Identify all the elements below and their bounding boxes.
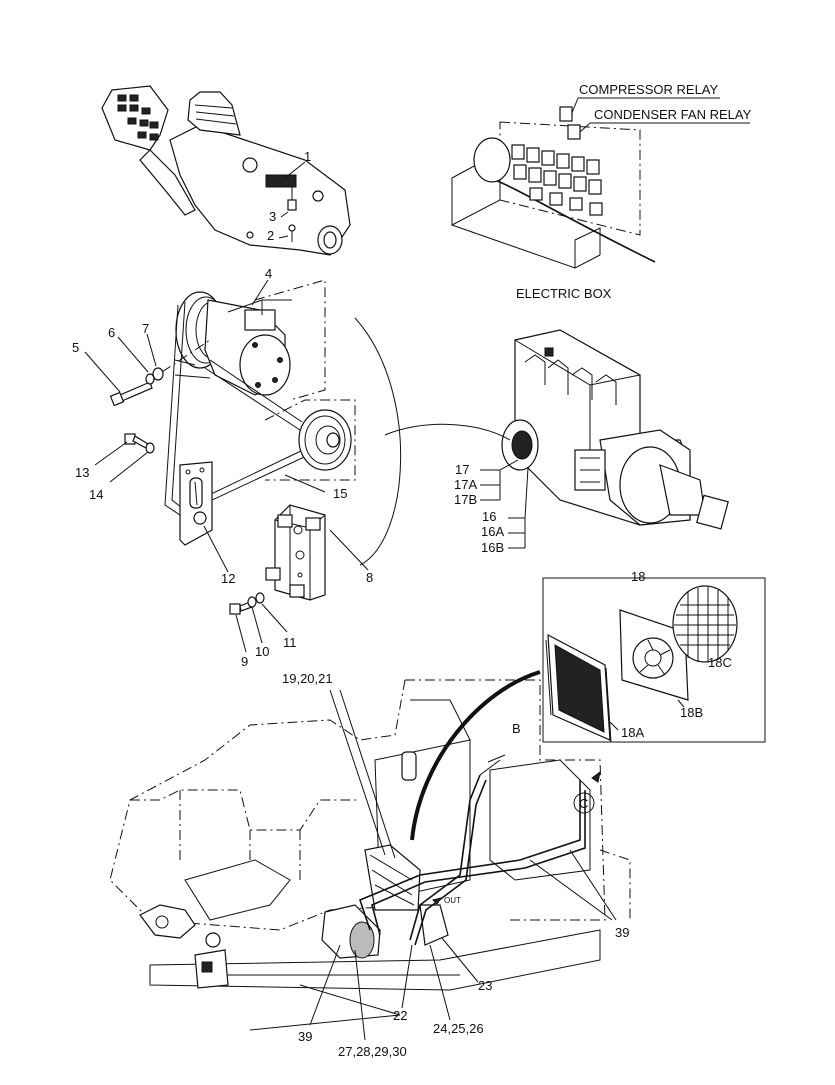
control-console (101, 85, 351, 256)
compressor-relay (559, 106, 573, 122)
label-part-18b: 18B (680, 705, 703, 720)
bolt-9 (229, 592, 265, 615)
label-part-24-26: 24,25,26 (433, 1021, 484, 1036)
label-part-18a: 18A (621, 725, 644, 740)
label-part-17: 17 (455, 462, 469, 477)
label-compressor-relay: COMPRESSOR RELAY (579, 82, 719, 97)
mounting-bracket (265, 504, 326, 601)
label-electric-box: ELECTRIC BOX (516, 286, 612, 301)
label-part-1: 1 (304, 149, 311, 164)
label-part-11: 11 (283, 635, 297, 650)
label-part-16b: 16B (481, 540, 504, 555)
condenser-fan-shroud (619, 609, 689, 701)
engine-pulley (298, 409, 352, 471)
label-part-18c: 18C (708, 655, 732, 670)
label-part-6: 6 (108, 325, 115, 340)
condenser-core (545, 633, 612, 743)
label-part-39-left: 39 (298, 1029, 312, 1044)
label-ref-c: C (579, 796, 588, 811)
engine-block (501, 329, 729, 530)
console-button-grid (117, 94, 159, 141)
condenser-inset-box (542, 577, 766, 743)
label-part-18: 18 (631, 569, 645, 584)
label-ref-b: B (512, 721, 521, 736)
label-condenser-fan-relay: CONDENSER FAN RELAY (594, 107, 752, 122)
label-part-27-30: 27,28,29,30 (338, 1044, 407, 1059)
label-part-13: 13 (75, 465, 89, 480)
electric-box (451, 106, 656, 269)
label-part-14: 14 (89, 487, 103, 502)
refrigerant-lines (359, 754, 586, 946)
label-part-8: 8 (366, 570, 373, 585)
label-part-12: 12 (221, 571, 235, 586)
condenser-fan-relay (567, 124, 581, 140)
label-part-19-21: 19,20,21 (282, 671, 333, 686)
label-part-17a: 17A (454, 477, 477, 492)
ref-c-circle (573, 792, 595, 814)
relay-rows (511, 144, 603, 216)
console-switch-panel (265, 174, 297, 188)
fan-guard (672, 585, 738, 663)
label-part-7: 7 (142, 321, 149, 336)
label-part-23: 23 (478, 978, 492, 993)
label-part-39-right: 39 (615, 925, 629, 940)
compressor (174, 291, 292, 396)
label-part-9: 9 (241, 654, 248, 669)
bolt-13 (124, 433, 155, 454)
label-part-4: 4 (265, 266, 272, 281)
bolt-5 (109, 339, 211, 407)
hvac-unit (194, 844, 449, 989)
label-part-5: 5 (72, 340, 79, 355)
label-part-2: 2 (267, 228, 274, 243)
label-part-22: 22 (393, 1008, 407, 1023)
label-part-16a: 16A (481, 524, 504, 539)
label-part-15: 15 (333, 486, 347, 501)
drive-belt (164, 301, 331, 516)
label-part-17b: 17B (454, 492, 477, 507)
tensioner-bracket (179, 461, 213, 546)
label-part-10: 10 (255, 644, 269, 659)
label-part-16: 16 (482, 509, 496, 524)
label-part-3: 3 (269, 209, 276, 224)
label-out: OUT (444, 896, 461, 905)
